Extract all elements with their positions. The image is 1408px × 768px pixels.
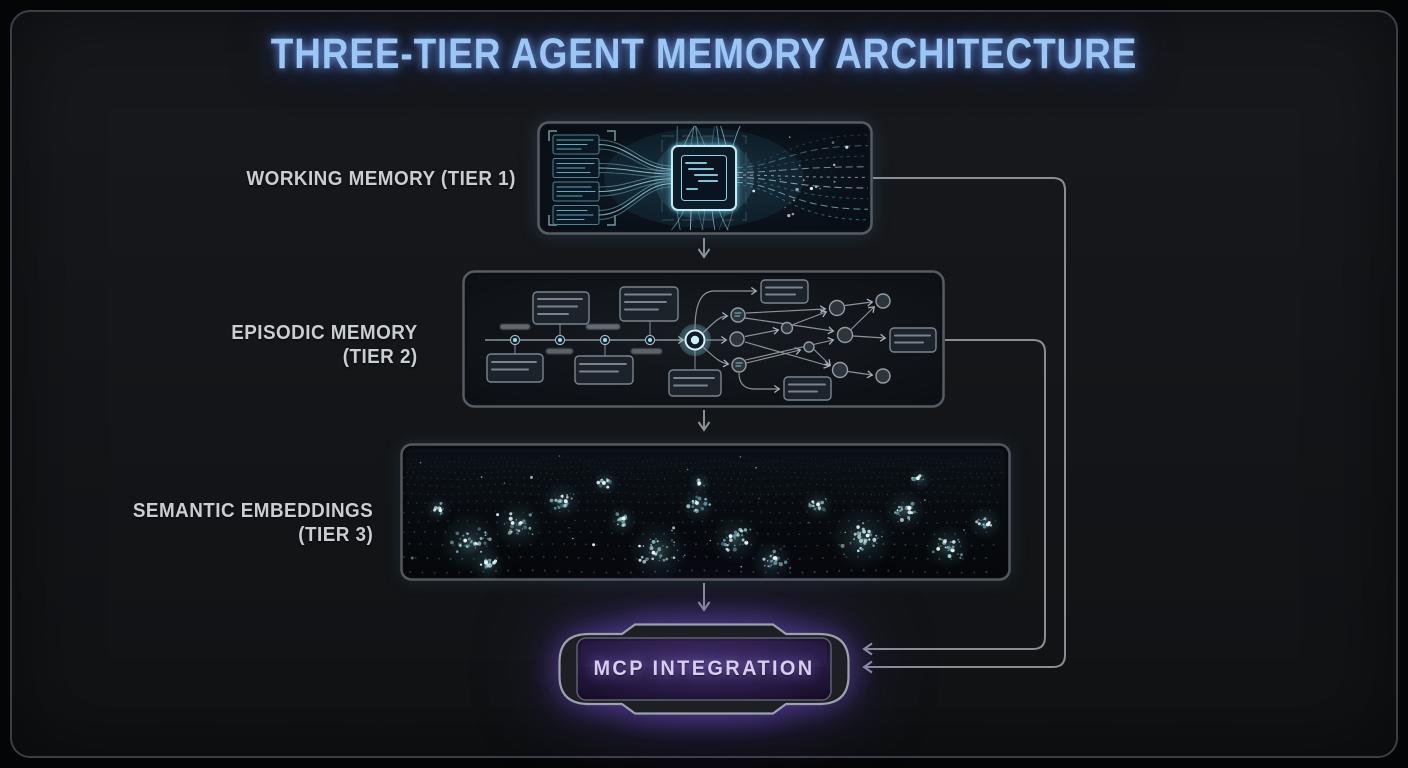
semantic-embeddings-panel (400, 443, 1011, 581)
tier1-label-line: WORKING MEMORY (TIER 1) (246, 167, 516, 190)
working-memory-panel (537, 121, 873, 235)
bracket-frame (548, 130, 616, 226)
timeline-stems (514, 320, 696, 370)
page-title: THREE-TIER AGENT MEMORY ARCHITECTURE (270, 30, 1138, 78)
memory-slot-text (556, 139, 596, 221)
mcp-integration-box: MCP INTEGRATION (557, 622, 851, 716)
dataflow-vertical (671, 125, 741, 231)
timeline-graph-illustration (462, 270, 945, 408)
timeline-tick-words (500, 324, 662, 354)
tier3-label-line1: SEMANTIC EMBEDDINGS (132, 499, 373, 522)
embedding-dots (410, 455, 993, 569)
graph-node-glyphs (734, 312, 743, 367)
cpu-chip-illustration (537, 121, 873, 235)
tier2-label-line1: EPISODIC MEMORY (231, 321, 418, 344)
dataflow-right (735, 134, 869, 221)
sparkle-dots (752, 136, 849, 218)
timeline-nodes (509, 334, 656, 346)
point-cloud-illustration (400, 443, 1011, 581)
mcp-screen (576, 637, 832, 701)
tier3-label-line2: (TIER 3) (298, 522, 373, 546)
tier2-label: EPISODIC MEMORY (TIER 2) (232, 321, 418, 368)
mcp-plate (558, 623, 850, 715)
tier3-label: SEMANTIC EMBEDDINGS (TIER 3) (133, 499, 373, 546)
episodic-memory-panel (462, 270, 945, 408)
mcp-label: MCP INTEGRATION (593, 657, 815, 680)
hub-node-core (690, 335, 700, 345)
chip-bracket (661, 135, 747, 221)
dataflow-left (598, 139, 673, 221)
chip-code-lines (685, 162, 718, 190)
tier1-label: WORKING MEMORY (TIER 1) (247, 167, 516, 191)
tier2-label-line2: (TIER 2) (343, 344, 418, 368)
